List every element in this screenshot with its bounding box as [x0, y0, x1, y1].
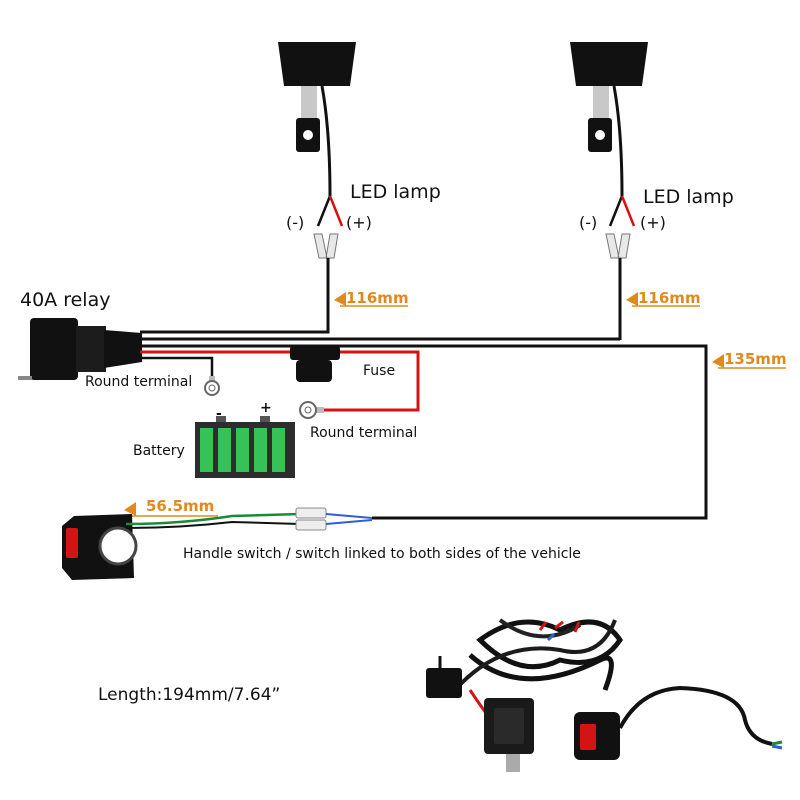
battery	[195, 416, 295, 478]
relay-40a	[18, 318, 142, 380]
battery-negative-label: -	[216, 406, 222, 422]
fuse-label: Fuse	[363, 363, 395, 379]
lamp-right-negative: (-)	[579, 213, 597, 232]
switch-connector	[295, 507, 327, 531]
length-lamp-left: 116mm	[346, 289, 409, 307]
battery-positive-label: +	[260, 400, 272, 416]
wire-lamp-left	[140, 330, 330, 334]
lamp-right-positive: (+)	[640, 213, 666, 232]
lamp-right-title: LED lamp	[643, 186, 734, 208]
wire-switch-black	[125, 520, 301, 529]
length-lamp-right: 116mm	[638, 289, 701, 307]
lamp-left-title: LED lamp	[350, 181, 441, 203]
length-marker-lamp-left	[334, 292, 408, 307]
wire-switch-blue	[325, 513, 373, 519]
round-terminal-right-label: Round terminal	[310, 425, 417, 441]
wire-switch-blue-2	[325, 519, 373, 525]
wire-switch-run	[140, 344, 708, 520]
led-lamp-left	[278, 42, 356, 330]
round-terminal-positive	[299, 401, 324, 419]
fuse-holder	[290, 346, 340, 382]
length-marker-lamp-right	[626, 292, 700, 307]
lamp-left-positive: (+)	[346, 213, 372, 232]
wire-switch-green	[125, 512, 301, 526]
lamp-left-negative: (-)	[286, 213, 304, 232]
wire-battery-negative	[140, 356, 214, 378]
length-marker-switch-run	[712, 354, 786, 369]
switch-label: Handle switch / switch linked to both si…	[183, 546, 581, 562]
product-photo-harness	[426, 618, 783, 772]
round-terminal-left-label: Round terminal	[85, 374, 192, 390]
battery-label: Battery	[133, 443, 185, 459]
total-length-label: Length:194mm/7.64”	[98, 685, 280, 705]
length-marker-switch-lead	[124, 502, 218, 517]
led-lamp-right	[570, 42, 648, 340]
wire-battery-positive	[140, 350, 420, 412]
handle-switch	[62, 514, 138, 580]
relay-title: 40A relay	[20, 289, 110, 311]
length-switch-lead: 56.5mm	[146, 497, 214, 515]
length-switch-run: 135mm	[724, 350, 787, 368]
round-terminal-negative	[204, 376, 220, 396]
